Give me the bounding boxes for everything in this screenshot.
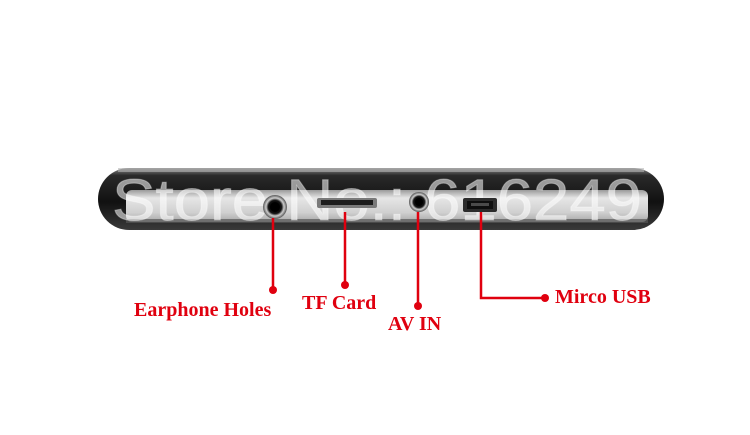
callout-dot-earphone <box>269 286 277 294</box>
tf-card-label: TF Card <box>302 292 377 314</box>
callout-dot-usb <box>541 294 549 302</box>
port-panel <box>126 190 648 222</box>
callout-dots <box>269 281 549 310</box>
micro-usb-label: Mirco USB <box>555 286 651 308</box>
callout-line-usb <box>479 212 542 300</box>
tf-card-slot-icon <box>317 198 377 208</box>
callout-dot-tf <box>341 281 349 289</box>
micro-usb-port-icon <box>463 198 497 212</box>
tablet-body <box>98 168 664 230</box>
av-in-label: AV IN <box>388 313 442 335</box>
earphone-jack-icon <box>263 195 287 219</box>
earphone-holes-label: Earphone Holes <box>134 299 272 321</box>
callout-lines <box>271 212 542 303</box>
av-in-jack-icon <box>409 192 429 212</box>
callout-dot-av <box>414 302 422 310</box>
